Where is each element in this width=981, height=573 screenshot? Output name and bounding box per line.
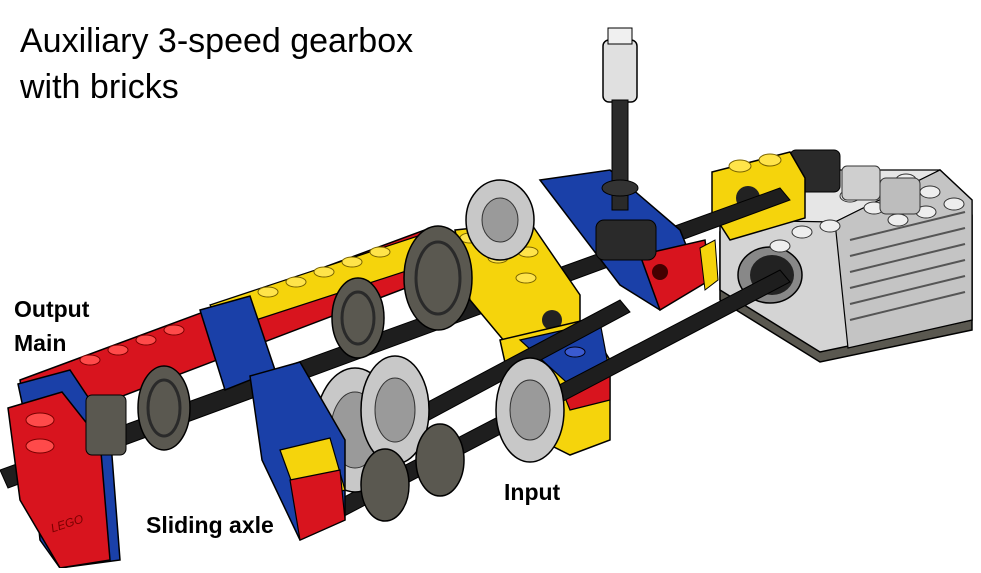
title-line-1: Auxiliary 3-speed gearbox <box>20 22 414 60</box>
label-input: Input <box>504 479 561 505</box>
label-sliding-axle: Sliding axle <box>146 512 274 538</box>
front-left-stack <box>249 361 346 541</box>
lower-dark-gears <box>360 423 465 522</box>
upper-axle-gears <box>137 225 473 451</box>
back-light-gear <box>465 179 535 261</box>
output-brick: LEGO <box>7 369 127 569</box>
label-output: Output <box>14 296 90 322</box>
label-main: Main <box>14 330 67 356</box>
title-line-2: with bricks <box>20 68 179 106</box>
shift-lever <box>595 27 657 261</box>
